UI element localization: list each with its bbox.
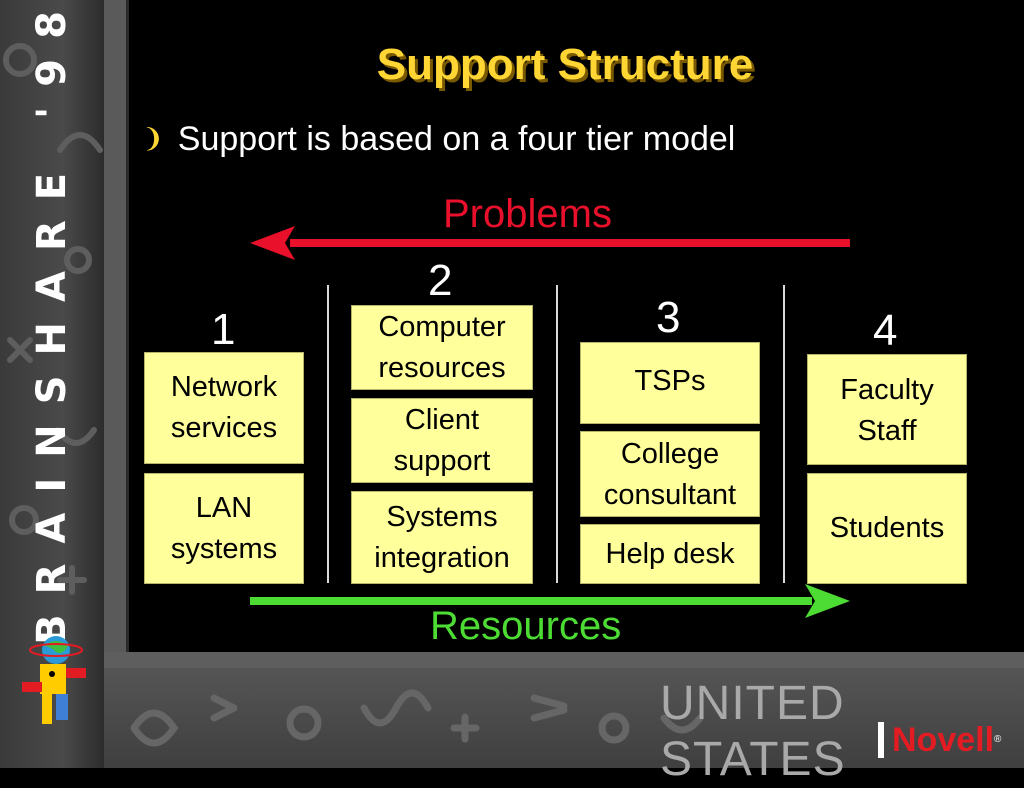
tier-1-box-lan-systems: LAN systems (144, 473, 304, 584)
tier-1-number: 1 (211, 305, 236, 354)
box-line: Staff (857, 415, 917, 447)
bevel-vertical (104, 0, 126, 668)
tier-3-box-tsps: TSPs (580, 342, 760, 424)
box-line: Systems (386, 501, 498, 533)
tier-divider (556, 285, 558, 583)
tier-2-box-client-support: Client support (351, 398, 533, 483)
box-line: Network (170, 371, 278, 403)
tier-1-box-network-services: Network services (144, 352, 304, 464)
bullet-text: Support is based on a four tier model (177, 120, 736, 158)
flow-arrows (250, 226, 850, 618)
tier-2-box-computer-resources: Computer resources (351, 305, 533, 390)
sidebar-panel: BRAINSHARE '98 (0, 0, 104, 768)
box-line: Client (404, 404, 480, 436)
box-line: Faculty (840, 374, 934, 406)
box-line: integration (374, 542, 510, 574)
registered-mark: ® (994, 734, 1002, 745)
tier-3-number: 3 (656, 293, 681, 342)
box-line: systems (170, 533, 278, 565)
brainshare-mascot-logo (22, 636, 86, 724)
bevel-vertical-shadow (126, 0, 129, 668)
box-line: support (393, 445, 491, 477)
bevel-horizontal (104, 652, 1024, 668)
box-line: Help desk (605, 538, 735, 570)
tier-3-box-college-consultant: College consultant (580, 431, 760, 517)
tier-divider (783, 285, 785, 583)
box-line: consultant (603, 479, 737, 511)
tier-4-box-students: Students (807, 473, 967, 584)
box-line: Students (829, 512, 945, 544)
slide-title: Support Structure (376, 40, 754, 89)
problems-arrow (250, 226, 850, 260)
resources-arrow (250, 584, 850, 618)
box-line: Computer (378, 311, 506, 343)
footer-band (104, 668, 1024, 768)
box-line: TSPs (634, 365, 706, 397)
tier-divider (327, 285, 329, 583)
company-name: Novell (892, 721, 995, 759)
problems-label: Problems (443, 192, 612, 236)
bullet-icon: ❩ (142, 123, 164, 153)
box-line: College (620, 438, 720, 470)
box-line: services (170, 412, 278, 444)
footer-decoration (130, 689, 704, 747)
box-line: resources (378, 352, 506, 384)
tier-4-number: 4 (873, 306, 898, 355)
tier-4-box-faculty-staff: Faculty Staff (807, 354, 967, 465)
tier-3-box-help-desk: Help desk (580, 524, 760, 584)
tier-2-box-systems-integration: Systems integration (351, 491, 533, 584)
novell-logo: Novell® (878, 722, 1001, 758)
box-line: LAN (195, 492, 253, 524)
resources-label: Resources (430, 604, 622, 648)
tier-2-number: 2 (428, 256, 453, 305)
sidebar-decoration (3, 43, 103, 595)
bullet-item: ❩ Support is based on a four tier model (142, 120, 735, 159)
